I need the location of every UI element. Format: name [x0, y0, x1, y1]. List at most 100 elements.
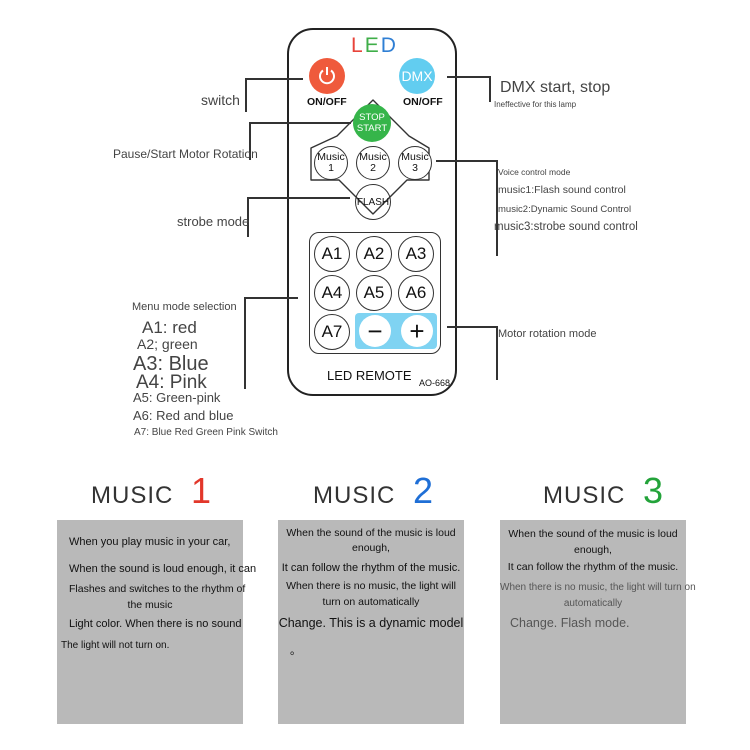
key-a3[interactable]: A3 [398, 236, 434, 272]
key-a1-label: A1 [321, 244, 343, 263]
key-a5[interactable]: A5 [356, 275, 392, 311]
switch-leader-v [245, 78, 247, 112]
menu-item-a6: A6: Red and blue [133, 408, 234, 423]
music-1-word: MUSIC [91, 482, 174, 509]
power-icon [319, 67, 335, 85]
minus-button[interactable]: − [359, 315, 391, 347]
music-2-line-2: enough, [352, 542, 390, 554]
power-button[interactable] [309, 58, 345, 94]
music-2-number: 2 [370, 162, 376, 174]
music-1-line-4: the music [127, 599, 173, 611]
music-3-title: MUSIC 3 [543, 470, 664, 512]
menu-item-a5: A5: Green-pink [133, 390, 221, 405]
music-2-label: Music [359, 151, 387, 163]
dmx-label: ON/OFF [403, 96, 443, 108]
music-3-line-4: When there is no music, the light will t… [500, 582, 696, 593]
voice-item-2: music2:Dynamic Sound Control [498, 204, 632, 215]
dmx-leader-v [489, 76, 491, 102]
motor-leader-v [496, 326, 498, 380]
minus-icon: − [367, 316, 383, 346]
music-2-num: 2 [413, 470, 435, 511]
music-1-number: 1 [328, 162, 334, 174]
music-2-word: MUSIC [313, 482, 396, 509]
remote-model: AO-668 [419, 378, 451, 388]
music-1-line-3: Flashes and switches to the rhythm of [69, 583, 246, 595]
music-1-line-6: The light will not turn on. [61, 640, 170, 651]
key-a4[interactable]: A4 [314, 275, 350, 311]
menu-title: Menu mode selection [132, 301, 237, 313]
menu-item-a3: A3: Blue [133, 353, 209, 375]
led-remote: LED ON/OFF DMX ON/OFF STOP START Music 1… [287, 28, 457, 396]
music-1-panel: When you play music in your car, When th… [57, 520, 256, 724]
music-3-word: MUSIC [543, 482, 626, 509]
key-a6-label: A6 [405, 283, 427, 302]
logo-letter-l: L [351, 34, 365, 57]
music-3-number: 3 [412, 162, 418, 174]
strobe-leader-h [247, 197, 350, 199]
key-a3-label: A3 [405, 244, 427, 263]
start-label: START [356, 123, 388, 134]
strobe-callout: strobe mode [177, 214, 250, 229]
music-3-line-6: Change. Flash mode. [510, 616, 630, 630]
music-3-button[interactable]: Music 3 [398, 146, 432, 180]
voice-item-3: music3:strobe sound control [494, 221, 638, 233]
key-a2[interactable]: A2 [356, 236, 392, 272]
logo-letter-d: D [380, 34, 398, 57]
voice-title: Voice control mode [498, 167, 571, 177]
flash-label: FLASH [356, 196, 390, 208]
flash-button[interactable]: FLASH [355, 184, 391, 220]
key-a1[interactable]: A1 [314, 236, 350, 272]
switch-callout: switch [201, 92, 240, 108]
stop-label: STOP [359, 112, 385, 123]
menu-item-a4: A4: Pink [136, 372, 207, 393]
music-2-line-3: It can follow the rhythm of the music. [281, 562, 461, 574]
menu-item-a1: A1: red [142, 318, 197, 337]
pause-leader-v [249, 122, 251, 160]
music-2-panel: When the sound of the music is loud enou… [278, 520, 464, 724]
power-label: ON/OFF [307, 96, 347, 108]
voice-leader-h [436, 160, 496, 162]
music-3-line-5: automatically [563, 598, 623, 609]
music-1-line-5: Light color. When there is no sound [69, 618, 242, 630]
music-3-panel: When the sound of the music is loud enou… [500, 520, 696, 724]
music-1-title: MUSIC 1 [91, 470, 212, 512]
dmx-button-label: DMX [401, 68, 433, 84]
music-1-button[interactable]: Music 1 [314, 146, 348, 180]
music-2-line-6: Change. This is a dynamic model [278, 616, 464, 630]
motor-leader-h [447, 326, 497, 328]
remote-brand: LED REMOTE [327, 368, 412, 383]
music-3-line-2: enough, [574, 544, 612, 556]
motor-callout: Motor rotation mode [498, 328, 597, 340]
music-3-line-3: It can follow the rhythm of the music. [507, 561, 679, 573]
music-1-num: 1 [191, 470, 213, 511]
menu-item-a2: A2; green [137, 336, 198, 352]
logo-letter-e: E [364, 34, 381, 57]
led-logo: LED [351, 34, 398, 58]
music-1-line-2: When the sound is loud enough, it can [69, 563, 257, 575]
music-3-num: 3 [643, 470, 665, 511]
voice-item-1: music1:Flash sound control [498, 184, 626, 196]
switch-leader-h [245, 78, 303, 80]
music-3-line-1: When the sound of the music is loud [508, 528, 678, 540]
music-2-line-7: 。 [290, 645, 301, 657]
key-a7-label: A7 [321, 322, 343, 341]
stop-start-button[interactable]: STOP START [353, 104, 391, 142]
music-1-label: Music [317, 151, 345, 163]
menu-item-a7: A7: Blue Red Green Pink Switch [134, 427, 278, 438]
plus-icon: + [409, 316, 425, 346]
key-a4-label: A4 [321, 283, 343, 302]
key-a5-label: A5 [363, 283, 385, 302]
music-2-line-1: When the sound of the music is loud [286, 527, 456, 539]
key-a6[interactable]: A6 [398, 275, 434, 311]
dmx-button[interactable]: DMX [399, 58, 435, 94]
dmx-callout: DMX start, stop [500, 79, 611, 96]
music-2-line-4: When there is no music, the light will [286, 580, 456, 592]
music-2-line-5: turn on automatically [322, 596, 420, 608]
pause-leader-h [249, 122, 351, 124]
key-a2-label: A2 [363, 244, 385, 263]
music-2-button[interactable]: Music 2 [356, 146, 390, 180]
dmx-note: Ineffective for this lamp [494, 100, 577, 109]
key-a7[interactable]: A7 [314, 314, 350, 350]
strobe-leader-v [247, 197, 249, 237]
plus-button[interactable]: + [401, 315, 433, 347]
